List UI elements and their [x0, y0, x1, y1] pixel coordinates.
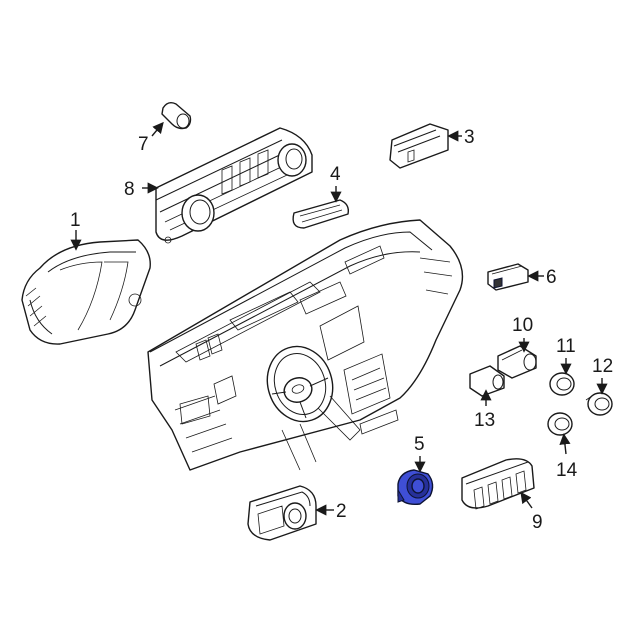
part-9-switch-bank[interactable] — [461, 458, 535, 510]
dashboard-assembly — [147, 219, 464, 471]
callout-11: 11 — [556, 336, 576, 357]
part-13-switch[interactable] — [469, 365, 505, 397]
part-3-switch-module[interactable] — [389, 123, 449, 169]
callout-7: 7 — [138, 134, 149, 155]
part-11-switch[interactable] — [549, 372, 575, 396]
part-14-switch[interactable] — [547, 412, 573, 436]
callout-5: 5 — [414, 434, 425, 455]
callout-13: 13 — [474, 410, 495, 431]
part-12-switch[interactable] — [585, 392, 613, 416]
part-2-headlamp-switch[interactable] — [247, 485, 317, 541]
part-6-switch[interactable] — [487, 263, 529, 291]
part-7-knob[interactable] — [161, 101, 192, 130]
part-4-switch[interactable] — [292, 199, 350, 229]
callout-8: 8 — [124, 179, 135, 200]
part-8-climate-control[interactable] — [155, 127, 313, 244]
callout-12: 12 — [592, 356, 613, 377]
part-10-switch[interactable] — [497, 345, 537, 379]
callout-9: 9 — [532, 512, 543, 533]
callout-14: 14 — [556, 460, 578, 481]
callout-2: 2 — [336, 501, 347, 522]
callout-10: 10 — [512, 315, 533, 336]
callout-4: 4 — [330, 164, 341, 185]
part-5-highlighted-switch[interactable] — [397, 469, 434, 506]
callout-6: 6 — [546, 267, 557, 288]
callout-labels: 1 2 3 4 5 6 7 8 9 10 11 12 13 14 — [70, 127, 613, 533]
callout-arrows — [70, 121, 608, 516]
callout-3: 3 — [464, 127, 475, 148]
part-1-instrument-cluster[interactable] — [21, 239, 151, 345]
callout-1: 1 — [70, 210, 81, 231]
